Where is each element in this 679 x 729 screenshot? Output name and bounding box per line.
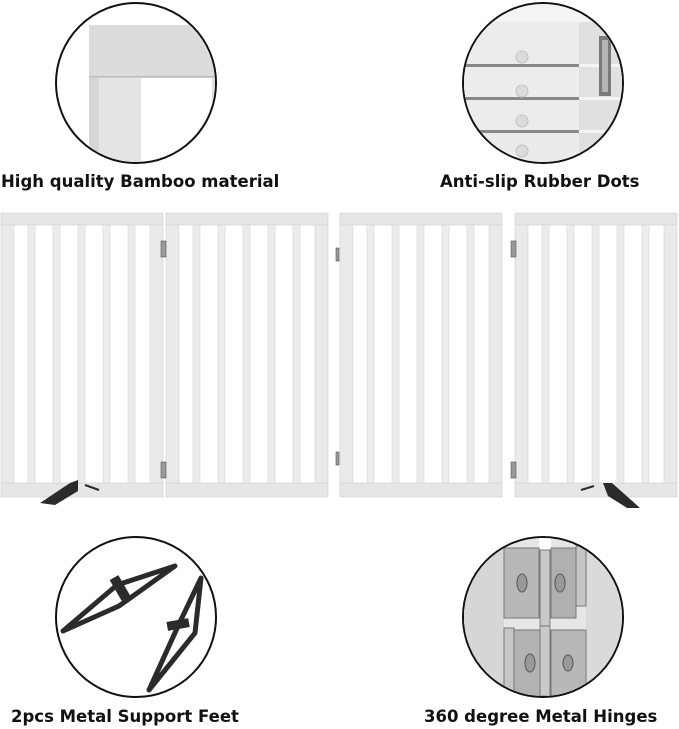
feature-label-bamboo: High quality Bamboo material [1,172,280,191]
product-gate-image [0,208,679,508]
hinge-icon [160,240,517,479]
rubber-dots-detail [462,2,624,164]
bamboo-frame-corner-icon [89,25,215,162]
gate-panel-2 [165,209,329,501]
support-foot-right-icon [580,483,640,508]
gate-panel-1 [0,209,164,501]
folding-gate-illustration [0,209,678,508]
metal-hinges-detail [462,536,624,698]
support-feet-detail [55,536,217,698]
metal-hinge-icon [464,538,622,696]
rubber-dots-icon [464,4,622,162]
gate-panel-4 [514,209,678,501]
gate-panel-3 [339,209,503,501]
bamboo-material-detail [55,2,217,164]
feature-label-hinges: 360 degree Metal Hinges [424,707,658,726]
feature-label-feet: 2pcs Metal Support Feet [11,707,239,726]
support-feet-icon [60,563,204,693]
feature-label-rubber: Anti-slip Rubber Dots [440,172,640,191]
support-foot-left-icon [40,480,100,505]
